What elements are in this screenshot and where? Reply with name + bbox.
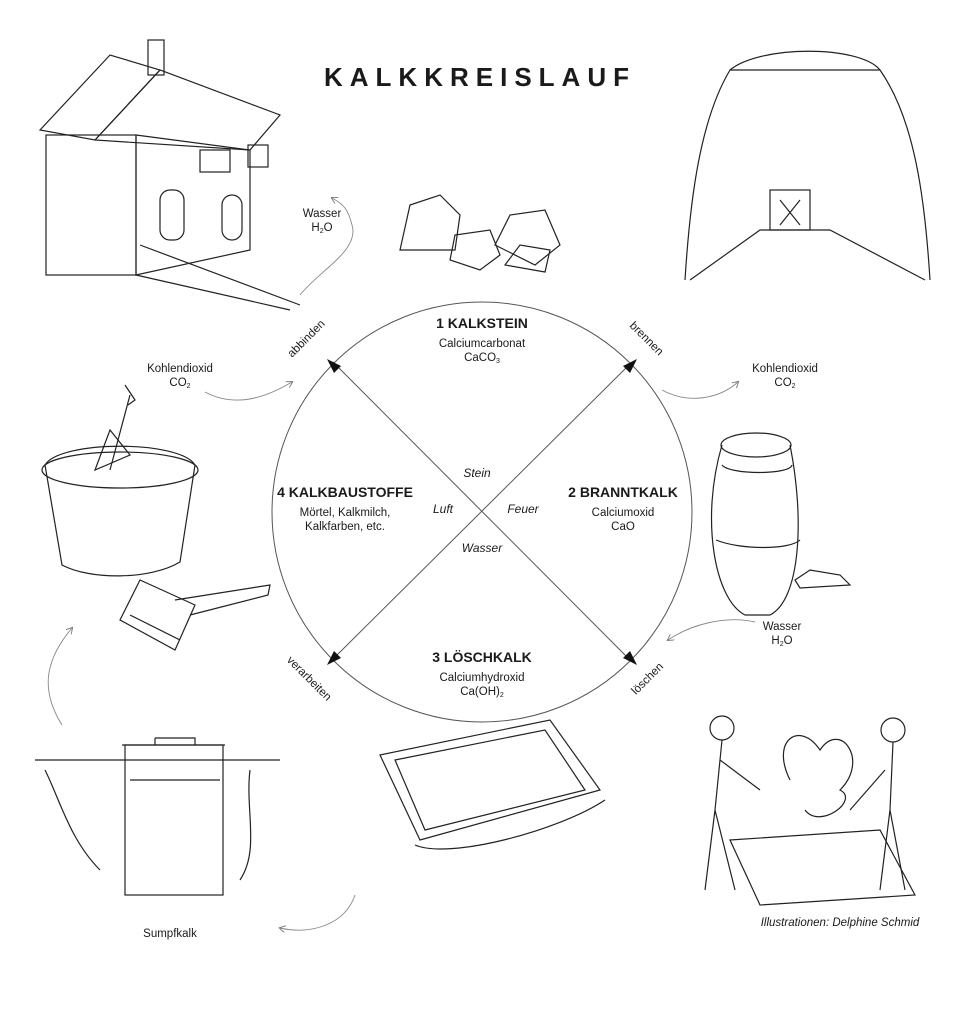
input-formula: H2O	[752, 634, 812, 650]
arrowhead-verarbeiten	[327, 651, 341, 665]
input-formula: CO2	[130, 376, 230, 392]
illustration-credit: Illustrationen: Delphine Schmid	[760, 917, 920, 929]
sumpfkalk-label: Sumpfkalk	[143, 928, 197, 940]
formula-subscript: 2	[791, 383, 796, 391]
input-name: Wasser	[762, 621, 802, 633]
formula-text: Ca(OH)	[460, 685, 500, 698]
element-stein: Stein	[463, 466, 491, 480]
formula-subscript: 2	[186, 383, 191, 391]
formula-text: CaCO	[464, 351, 497, 364]
lime-kiln-illustration	[684, 50, 931, 281]
diagonal-ne-sw	[331, 362, 632, 661]
workers-illustration	[704, 715, 916, 906]
stage-2-label: 2 BRANNTKALK	[568, 484, 678, 500]
stage-1-kalkstein: 1 KALKSTEIN Calciumcarbonat CaCO3	[382, 315, 582, 367]
input-name: Kohlendioxid	[147, 363, 213, 375]
process-arrowheads	[327, 359, 637, 665]
limestone-rocks-illustration	[399, 194, 561, 273]
formula-subscript: 2	[499, 691, 504, 699]
element-feuer: Feuer	[507, 502, 539, 516]
stage-2-branntkalk: 2 BRANNTKALK Calciumoxid CaO	[548, 484, 698, 534]
formula-subscript: 3	[496, 357, 500, 365]
input-formula: H2O	[292, 221, 352, 237]
input-formula: CO2	[735, 376, 835, 392]
formula-text: H	[771, 635, 780, 648]
arrowhead-brennen	[623, 359, 637, 373]
house-illustration	[38, 39, 301, 311]
arrow-co2-right	[661, 382, 738, 399]
stage-3-formula: Ca(OH)2	[382, 685, 582, 701]
stage-1-compound: Calciumcarbonat	[438, 337, 526, 350]
stage-4-line1: Mörtel, Kalkmilch,	[299, 506, 391, 519]
input-co2-right: Kohlendioxid CO2	[735, 362, 835, 392]
barrel-illustration	[710, 432, 852, 616]
slaking-pan-illustration	[379, 719, 606, 850]
input-name: Kohlendioxid	[752, 363, 818, 375]
stage-1-formula: CaCO3	[382, 351, 582, 367]
formula-tail: O	[323, 222, 333, 235]
stage-3-label: 3 LÖSCHKALK	[432, 649, 532, 665]
stage-3-loeschkalk: 3 LÖSCHKALK Calciumhydroxid Ca(OH)2	[382, 649, 582, 701]
input-water-right: Wasser H2O	[752, 620, 812, 650]
arrow-sumpf-up	[47, 628, 72, 726]
stage-3-compound: Calciumhydroxid	[439, 671, 525, 684]
formula-tail: O	[783, 635, 793, 648]
formula-text: CO	[169, 377, 187, 390]
arrow-co2-left	[204, 382, 292, 401]
stage-4-kalkbaustoffe: 4 KALKBAUSTOFFE Mörtel, Kalkmilch, Kalkf…	[270, 484, 420, 534]
arrow-water-right	[668, 619, 756, 640]
formula-subscript: 2	[779, 641, 784, 649]
formula-text: CO	[774, 377, 792, 390]
arrow-water-top	[299, 198, 354, 296]
input-co2-left: Kohlendioxid CO2	[130, 362, 230, 392]
brush-illustration	[119, 579, 271, 651]
stage-2-formula: CaO	[611, 520, 635, 533]
lime-pit-illustration	[35, 737, 280, 896]
cycle-circle	[271, 301, 693, 723]
input-water-top: Wasser H2O	[292, 207, 352, 237]
formula-text: H	[311, 222, 320, 235]
arrowhead-abbinden	[327, 359, 341, 373]
formula-subscript: 2	[319, 228, 324, 236]
stage-2-compound: Calciumoxid	[591, 506, 655, 519]
bucket-illustration	[41, 384, 199, 577]
element-luft: Luft	[432, 502, 453, 516]
arrow-to-sumpf	[280, 894, 356, 930]
stage-4-label: 4 KALKBAUSTOFFE	[277, 484, 413, 500]
stage-4-line2: Kalkfarben, etc.	[305, 520, 385, 533]
diagram-title: KALKKREISLAUF	[324, 62, 636, 92]
arrowhead-loeschen	[623, 651, 637, 665]
stage-1-label: 1 KALKSTEIN	[436, 315, 528, 331]
element-wasser: Wasser	[461, 541, 503, 555]
input-name: Wasser	[302, 208, 342, 220]
